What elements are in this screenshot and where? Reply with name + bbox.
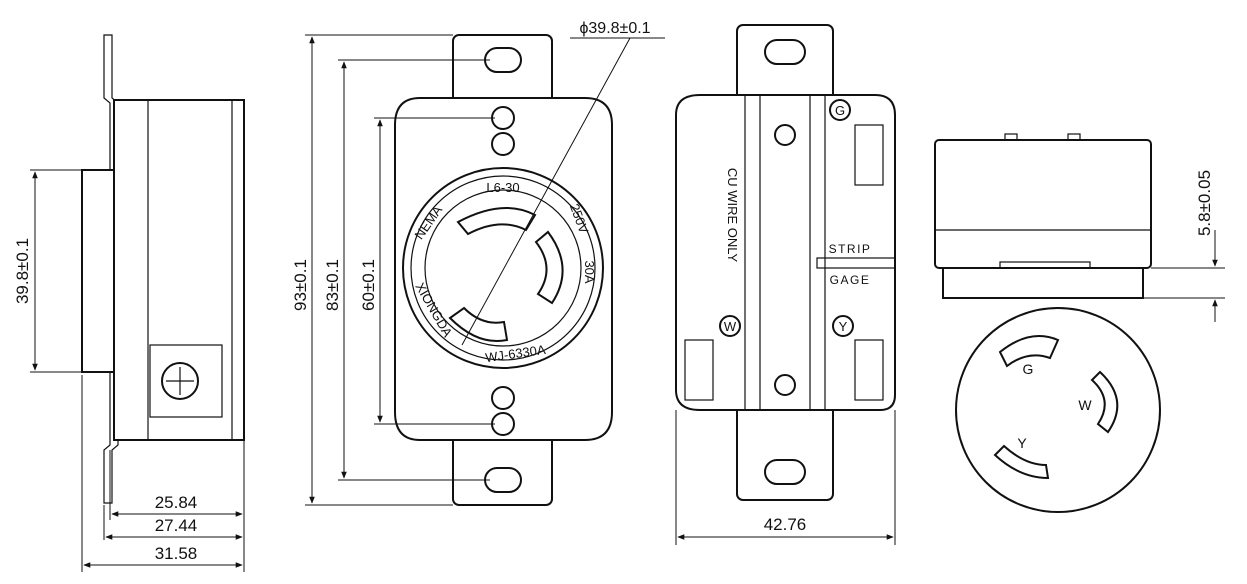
plug-face-view: G W Y — [955, 307, 1161, 513]
terminal-w-label: W — [724, 319, 737, 334]
top-body — [934, 139, 1152, 269]
plug-w-label: W — [1078, 397, 1092, 413]
front-hole-2 — [491, 132, 515, 156]
front-diameter-label: ϕ39.8±0.1 — [579, 20, 650, 37]
front-slot-g — [456, 206, 537, 236]
front-slot-w — [534, 230, 564, 305]
plug-blade-g — [998, 335, 1060, 368]
plug-face-outline — [955, 307, 1161, 513]
side-depth-label-1: 25.84 — [155, 493, 198, 512]
plug-y-label: Y — [1017, 435, 1027, 451]
back-pocket-w — [684, 339, 714, 401]
side-depth-label-3: 31.58 — [155, 544, 198, 563]
front-face-ring-inner — [410, 175, 596, 361]
back-view: STRIP GAGE CU WIRE ONLY G W Y 42.76 — [675, 24, 896, 545]
front-bottom-slot — [484, 467, 522, 493]
side-height-label: 39.8±0.1 — [13, 238, 32, 304]
plug-blade-y — [993, 444, 1050, 480]
front-h83-label: 83±0.1 — [323, 259, 342, 311]
front-hole-4 — [491, 412, 515, 436]
front-view: L6-30 NEMA 250V 30A XIONGDA WJ-6330A ϕ39… — [291, 20, 665, 506]
front-top-slot — [484, 47, 522, 73]
terminal-y-icon — [832, 315, 854, 337]
plug-g-label: G — [1023, 361, 1034, 377]
top-height-label: 5.8±0.05 — [1195, 170, 1214, 236]
terminal-g-label: G — [835, 103, 845, 118]
top-base — [942, 267, 1144, 299]
front-hole-3 — [491, 386, 515, 410]
side-protrusion — [81, 169, 115, 373]
terminal-y-label: Y — [839, 319, 848, 334]
front-diameter-leader — [461, 37, 631, 346]
plug-blade-w — [1090, 370, 1119, 434]
back-top-slot — [764, 39, 806, 65]
strip-label: STRIP — [829, 242, 872, 256]
front-amp-label: 30A — [582, 260, 597, 283]
back-pocket-g — [854, 124, 884, 186]
front-type-label: L6-30 — [486, 180, 519, 195]
front-h60-label: 60±0.1 — [359, 259, 378, 311]
side-view: 39.8±0.1 25.84 27.44 31.58 — [13, 34, 245, 572]
strip-gage-bar — [816, 257, 896, 269]
side-depth-label-2: 27.44 — [155, 516, 198, 535]
cu-wire-label: CU WIRE ONLY — [725, 168, 740, 263]
top-view: 5.8±0.05 — [934, 133, 1225, 322]
side-terminal-block — [149, 344, 223, 418]
back-width-label: 42.76 — [764, 515, 807, 534]
front-face-disc — [424, 189, 582, 347]
back-hole-1 — [774, 124, 796, 146]
back-pocket-y — [854, 339, 884, 401]
side-strap — [103, 34, 119, 504]
terminal-g-icon — [829, 99, 851, 121]
front-h93-label: 93±0.1 — [291, 259, 310, 311]
back-hole-2 — [774, 374, 796, 396]
front-slot-y — [448, 306, 509, 342]
terminal-w-icon — [719, 315, 741, 337]
front-hole-1 — [491, 106, 515, 130]
back-bottom-slot — [764, 459, 806, 485]
gage-label: GAGE — [830, 273, 871, 287]
